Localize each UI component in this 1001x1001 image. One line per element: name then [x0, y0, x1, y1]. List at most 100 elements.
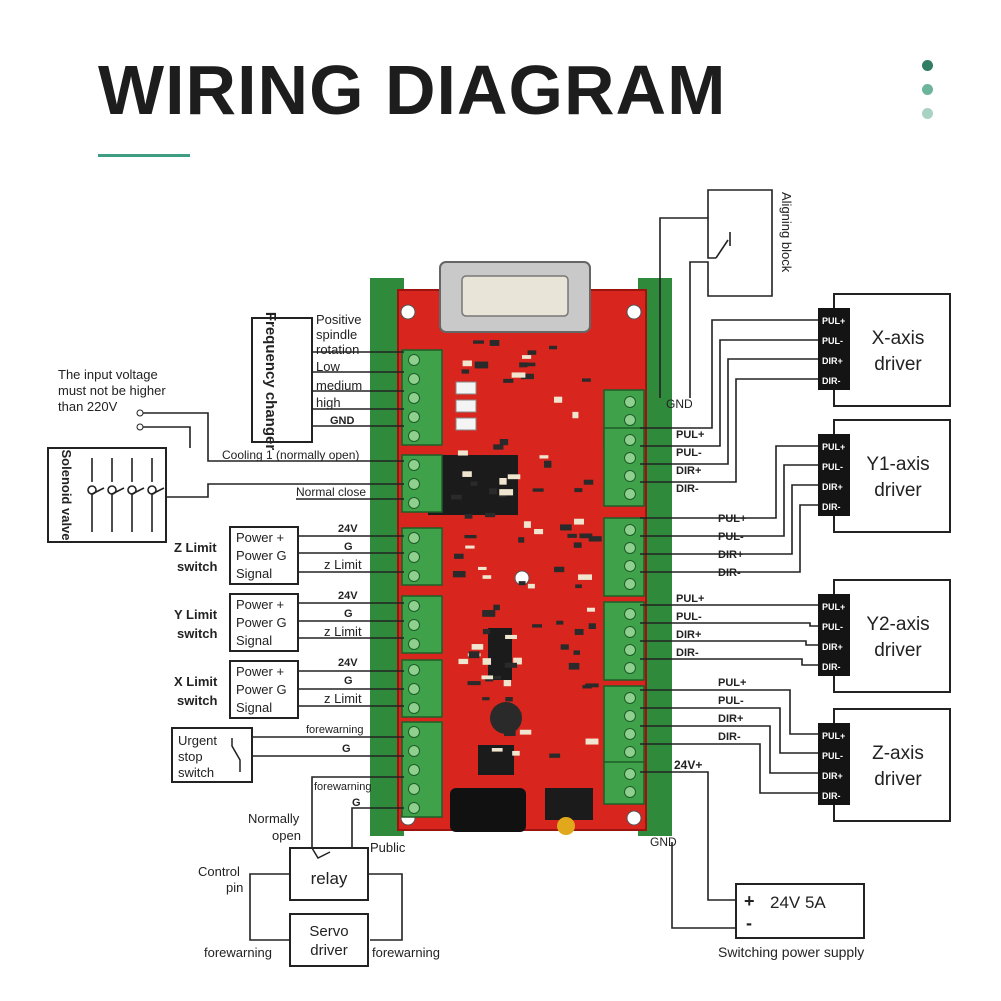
- limit-box-pin-label: Signal: [236, 700, 272, 715]
- terminal-screw: [408, 638, 420, 650]
- freq-signal-high: high: [316, 395, 341, 410]
- driver-wire-label: PUL-: [718, 695, 744, 707]
- input-terminal-1: [136, 409, 144, 417]
- axis-driver-box: [833, 708, 951, 822]
- smd-component: [523, 521, 531, 528]
- terminal-screw: [408, 600, 420, 612]
- right-terminal-block: [603, 761, 645, 805]
- wire-x-dir-plus: [640, 358, 820, 465]
- smd-component: [450, 494, 462, 500]
- driver-pin-label: DIR-: [822, 662, 841, 672]
- smd-component: [481, 675, 494, 680]
- terminal-screw: [408, 532, 420, 544]
- driver-name: Y2-axis: [866, 614, 929, 635]
- driver-connector: [818, 308, 850, 390]
- wire-y1-pul-plus: [640, 445, 820, 519]
- wire-y2-pul-minus: [640, 622, 820, 627]
- terminal-screw: [408, 478, 420, 490]
- left-terminal-block: [401, 659, 443, 718]
- terminal-screw: [624, 626, 636, 638]
- driver-name: driver: [874, 769, 922, 790]
- driver-pin-label: PUL+: [822, 602, 845, 612]
- smd-component: [482, 658, 492, 665]
- urgent-g-wire-label: G: [342, 743, 351, 755]
- smd-component: [454, 553, 464, 559]
- smd-component: [505, 696, 513, 702]
- limit-switch-name: Y Limit: [174, 607, 218, 622]
- smd-component: [588, 536, 602, 542]
- axis-driver-box: [833, 419, 951, 533]
- aligning-block-switch: [715, 232, 731, 259]
- limit-wire-label: 24V: [338, 523, 358, 535]
- relay-label: relay: [311, 869, 348, 888]
- wire-relay-forewarning: [311, 776, 404, 858]
- left-terminal-block: [401, 454, 443, 513]
- smd-component: [549, 345, 557, 350]
- servo-driver-outline: [289, 913, 369, 967]
- driver-pin-label: PUL+: [822, 731, 845, 741]
- smd-component: [474, 361, 489, 369]
- smd-component: [556, 620, 564, 625]
- relay-forewarning-label: forewarning: [314, 781, 371, 793]
- wire-solenoid-bottom: [165, 483, 404, 498]
- driver-pin-label: PUL-: [822, 336, 843, 346]
- led-indicator: [455, 381, 477, 395]
- smd-component: [513, 657, 522, 665]
- smd-component: [458, 658, 469, 665]
- wire-x-dir-minus: [640, 378, 820, 483]
- smd-component: [473, 340, 485, 344]
- page-dot-3: [922, 108, 933, 119]
- smd-component: [467, 681, 481, 686]
- servo-driver-label-1: Servo: [309, 923, 348, 940]
- smd-component: [507, 474, 521, 480]
- smd-component: [544, 460, 552, 468]
- servo-driver-box: [289, 913, 369, 967]
- limit-switch-name: switch: [177, 693, 218, 708]
- limit-wire-label: z Limit: [324, 557, 362, 572]
- terminal-screw: [408, 664, 420, 676]
- input-voltage-note-3: than 220V: [58, 399, 118, 414]
- normally-open-label-1: Normally: [248, 811, 300, 826]
- terminal-screw: [624, 662, 636, 674]
- driver-pin-label: DIR-: [822, 502, 841, 512]
- limit-box-pin-label: Signal: [236, 566, 272, 581]
- axis-driver-box: [833, 293, 951, 407]
- right-terminal-block: [603, 427, 645, 507]
- control-board: [370, 261, 672, 836]
- smd-component: [519, 729, 532, 735]
- servo-driver-label-2: driver: [310, 942, 348, 959]
- right-terminal-blocks: [603, 389, 645, 805]
- smd-component: [574, 488, 583, 493]
- inductor: [490, 702, 522, 734]
- limit-wire-label: z Limit: [324, 624, 362, 639]
- relay-box: [289, 847, 369, 901]
- capacitor-block: [450, 788, 526, 832]
- smd-component: [560, 644, 569, 650]
- limit-wire-label: G: [344, 608, 353, 620]
- mount-hole-tr: [626, 304, 642, 320]
- left-terminal-block: [401, 721, 443, 818]
- terminal-screw: [624, 414, 636, 426]
- driver-pin-label: DIR-: [822, 791, 841, 801]
- smd-component: [478, 566, 487, 570]
- driver-wire-labels: PUL+PUL-DIR+DIR-PUL+PUL-DIR+DIR-PUL+PUL-…: [676, 429, 746, 743]
- driver-connector: [818, 723, 850, 805]
- right-terminal-block: [603, 517, 645, 597]
- smd-component: [583, 479, 594, 485]
- driver-pin-label: DIR+: [822, 642, 843, 652]
- driver-pin-label: PUL-: [822, 462, 843, 472]
- smd-component: [549, 753, 561, 758]
- solenoid-valve-outline: [47, 447, 167, 543]
- urgent-stop-label-1: Urgent: [178, 733, 217, 748]
- smd-component: [539, 455, 549, 459]
- limit-box-pin-label: Power +: [236, 597, 284, 612]
- gnd-bottom-label: GND: [650, 835, 677, 849]
- wire-y1-dir-minus: [640, 504, 820, 573]
- freq-signal-positive-1: Positive: [316, 312, 362, 327]
- public-label: Public: [370, 840, 406, 855]
- smd-component: [503, 680, 512, 687]
- wire-24v-plus: [640, 771, 736, 901]
- title-underline: [98, 154, 190, 157]
- smd-component: [573, 542, 582, 548]
